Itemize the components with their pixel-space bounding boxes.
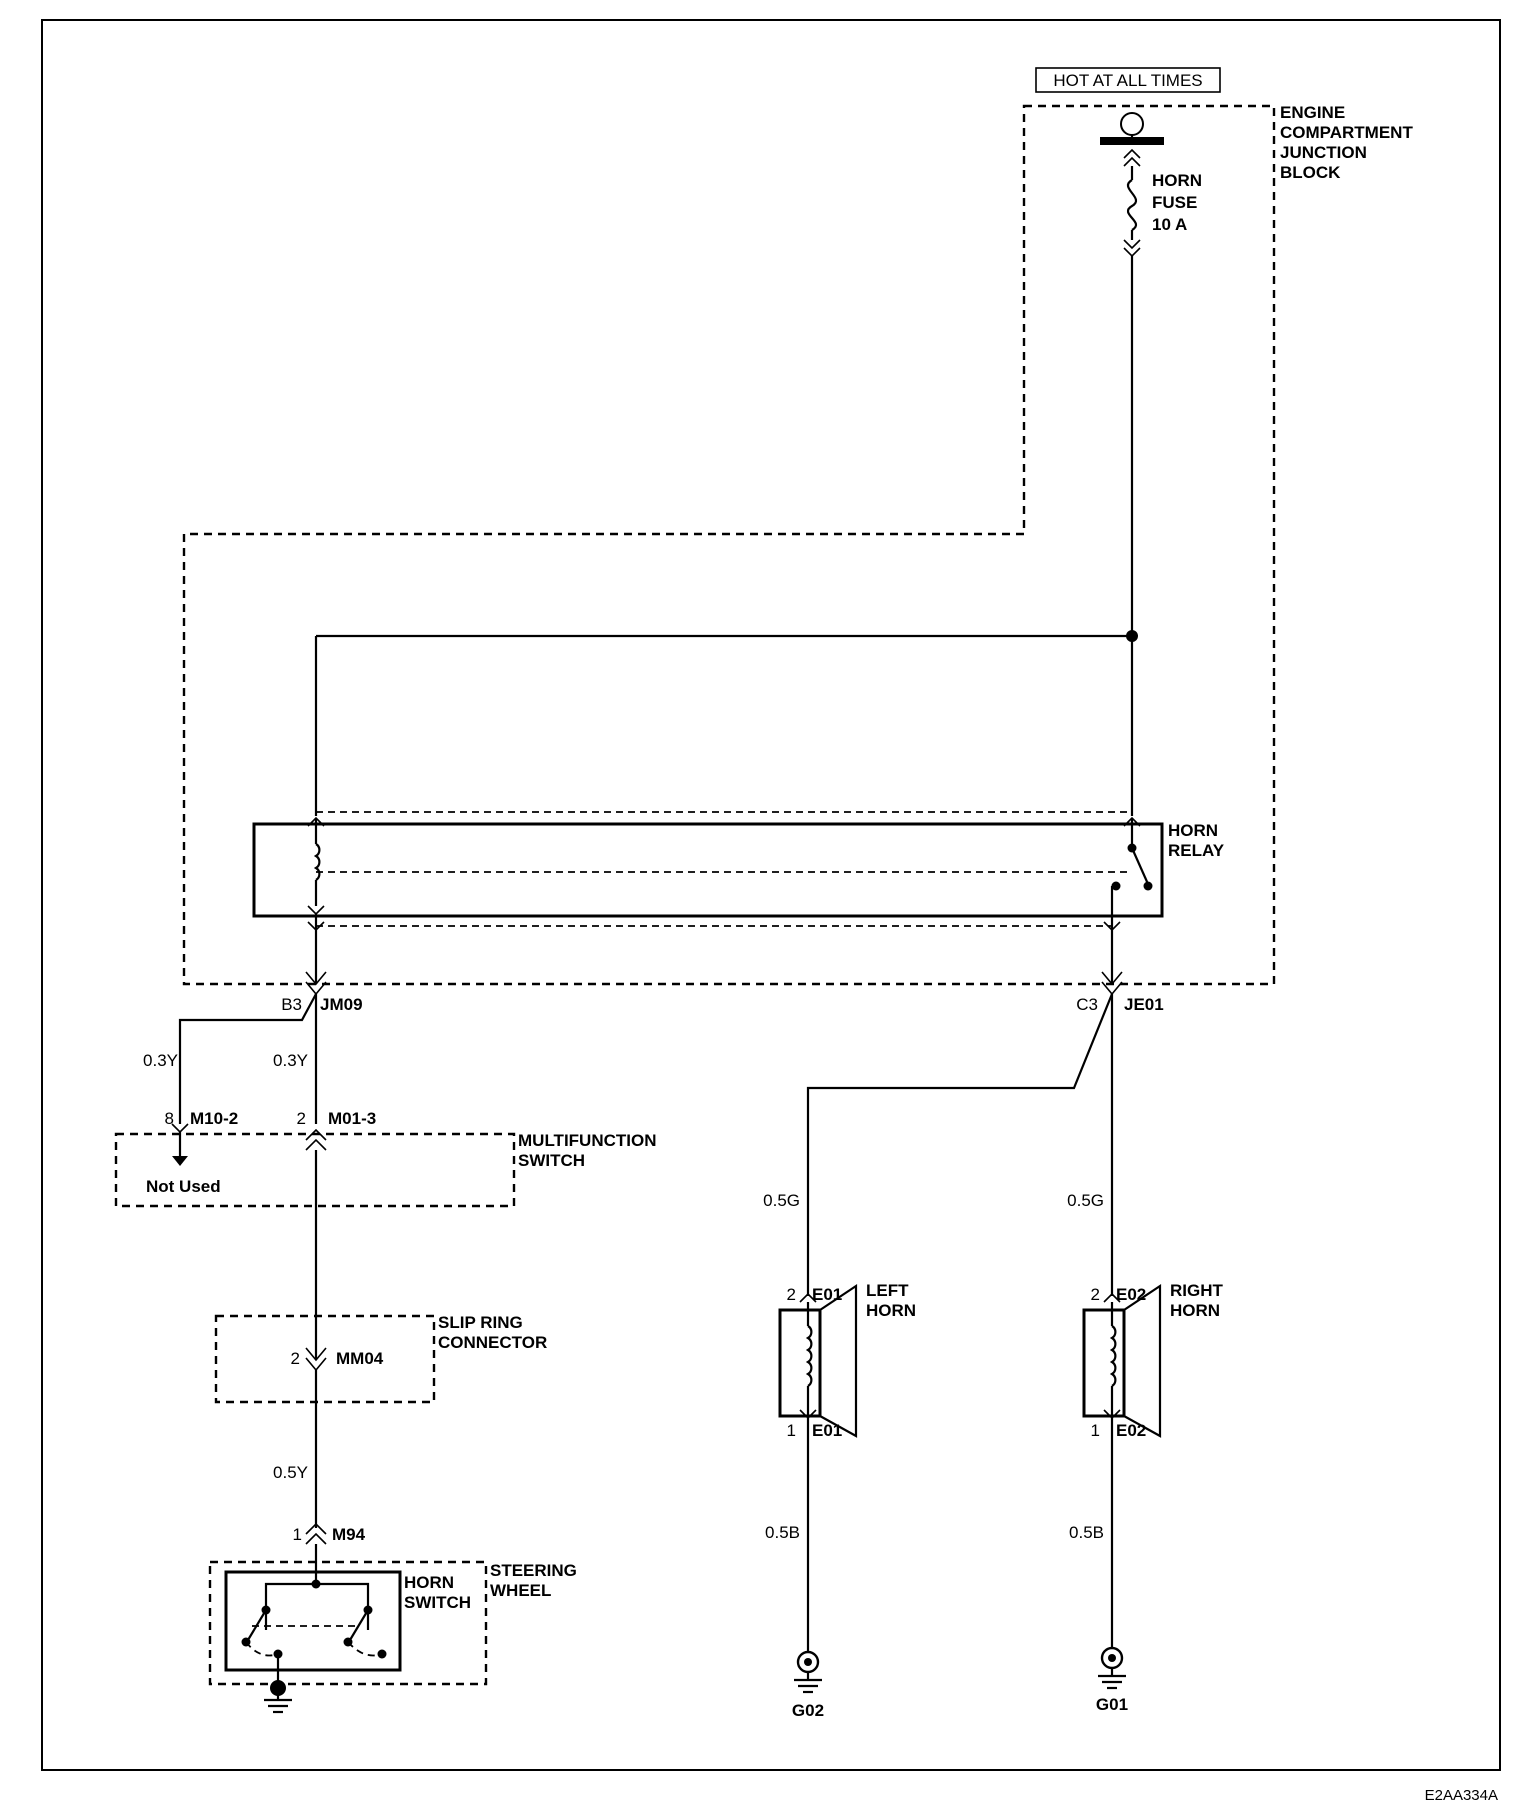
jm09-pin: B3: [281, 995, 302, 1014]
junction-block-label-line-1: ENGINE: [1280, 103, 1345, 122]
relay-label-line-2: RELAY: [1168, 841, 1225, 860]
wire-label-m10: 0.3Y: [143, 1051, 178, 1070]
multifunction-label-line-1: MULTIFUNCTION: [518, 1131, 657, 1150]
right-horn-label-line-1: RIGHT: [1170, 1281, 1224, 1300]
right-horn-top-pin: 2: [1091, 1285, 1100, 1304]
connector-m10-2: 8 M10-2 Not Used: [146, 1109, 238, 1196]
ground-g02-symbol: G02: [792, 1650, 824, 1720]
wire-label-left-horn: 0.5G: [763, 1191, 800, 1210]
m94-id: M94: [332, 1525, 366, 1544]
steering-wheel-label: STEERING WHEEL: [490, 1561, 577, 1600]
junction-block-label-line-4: BLOCK: [1280, 163, 1341, 182]
je01-pin: C3: [1076, 995, 1098, 1014]
horn-relay-box: [252, 822, 1164, 918]
horn-switch-contacts: [241, 1544, 387, 1684]
m94-pin: 1: [293, 1525, 302, 1544]
relay-label-line-1: HORN: [1168, 821, 1218, 840]
ground-g01-label: G01: [1096, 1695, 1128, 1714]
right-horn-label: RIGHT HORN: [1170, 1281, 1224, 1320]
fuse-label-line-3: 10 A: [1152, 215, 1187, 234]
relay-contact: [1103, 816, 1153, 932]
multifunction-switch-label: MULTIFUNCTION SWITCH: [518, 1131, 657, 1170]
wire-label-left-ground: 0.5B: [765, 1523, 800, 1542]
not-used-label: Not Used: [146, 1177, 221, 1196]
connector-je01: C3 JE01: [1076, 971, 1164, 1014]
diagram-frame: [41, 19, 1501, 1771]
steering-wheel-outline: [208, 1560, 488, 1686]
mm04-id: MM04: [336, 1349, 384, 1368]
jm09-id: JM09: [320, 995, 363, 1014]
left-horn-top-id: E01: [812, 1285, 842, 1304]
connector-m94: 1 M94: [293, 1522, 366, 1545]
hot-at-all-times-text: HOT AT ALL TIMES: [1053, 71, 1202, 90]
multifunction-label-line-2: SWITCH: [518, 1151, 585, 1170]
horn-fuse: [1123, 148, 1141, 258]
slip-ring-connector-outline: [214, 1314, 436, 1404]
steering-label-line-1: STEERING: [490, 1561, 577, 1580]
steering-ground-symbol: [264, 1680, 292, 1714]
connector-mm04: 2 MM04: [291, 1347, 384, 1372]
horn-fuse-label: HORN FUSE 10 A: [1152, 171, 1202, 234]
left-horn-top-pin: 2: [787, 1285, 796, 1304]
m10-pin: 8: [165, 1109, 174, 1128]
je01-id: JE01: [1124, 995, 1164, 1014]
junction-block-outline: [182, 104, 1276, 986]
wire-label-m01: 0.3Y: [273, 1051, 308, 1070]
fuse-label-line-2: FUSE: [1152, 193, 1197, 212]
left-horn-label: LEFT HORN: [866, 1281, 916, 1320]
power-terminal: [1100, 112, 1164, 145]
left-horn: 2 E01 1 E01: [778, 1283, 858, 1440]
hot-at-all-times-label: HOT AT ALL TIMES: [1035, 67, 1221, 93]
horn-switch-label: HORN SWITCH: [404, 1573, 471, 1612]
left-horn-bottom-id: E01: [812, 1421, 842, 1440]
m01-id: M01-3: [328, 1109, 376, 1128]
junction-block-label-line-2: COMPARTMENT: [1280, 123, 1413, 142]
wire-je01-to-left-horn: [806, 993, 1114, 1296]
slip-ring-label-line-2: CONNECTOR: [438, 1333, 547, 1352]
right-horn-top-id: E02: [1116, 1285, 1146, 1304]
figure-id: E2AA334A: [1425, 1787, 1498, 1804]
wire-label-right-ground: 0.5B: [1069, 1523, 1104, 1542]
wire-label-steering: 0.5Y: [273, 1463, 308, 1482]
right-horn-bottom-pin: 1: [1091, 1421, 1100, 1440]
fuse-label-line-1: HORN: [1152, 171, 1202, 190]
steering-label-line-2: WHEEL: [490, 1581, 551, 1600]
horn-switch-box: [224, 1570, 402, 1672]
mm04-pin: 2: [291, 1349, 300, 1368]
right-horn-bottom-id: E02: [1116, 1421, 1146, 1440]
left-horn-bottom-pin: 1: [787, 1421, 796, 1440]
slip-ring-label-line-1: SLIP RING: [438, 1313, 523, 1332]
relay-coil: [307, 816, 325, 932]
multifunction-switch-outline: [114, 1132, 516, 1208]
ground-g01-symbol: G01: [1096, 1646, 1128, 1714]
junction-block-label: ENGINE COMPARTMENT JUNCTION BLOCK: [1280, 103, 1413, 182]
m01-pin: 2: [297, 1109, 306, 1128]
horn-switch-label-line-2: SWITCH: [404, 1593, 471, 1612]
wire-jm09-to-m10: [178, 993, 317, 1124]
right-horn: 2 E02 1 E02: [1082, 1283, 1162, 1440]
horn-relay-label: HORN RELAY: [1168, 821, 1225, 860]
junction-block-label-line-3: JUNCTION: [1280, 143, 1367, 162]
ground-g02-label: G02: [792, 1701, 824, 1720]
connector-m01-3: 2 M01-3: [297, 1109, 376, 1151]
wire-label-right-horn: 0.5G: [1067, 1191, 1104, 1210]
connector-jm09: B3 JM09: [281, 971, 363, 1014]
m10-id: M10-2: [190, 1109, 238, 1128]
left-horn-label-line-2: HORN: [866, 1301, 916, 1320]
slip-ring-connector-label: SLIP RING CONNECTOR: [438, 1313, 547, 1352]
left-horn-label-line-1: LEFT: [866, 1281, 909, 1300]
horn-switch-label-line-1: HORN: [404, 1573, 454, 1592]
right-horn-label-line-2: HORN: [1170, 1301, 1220, 1320]
